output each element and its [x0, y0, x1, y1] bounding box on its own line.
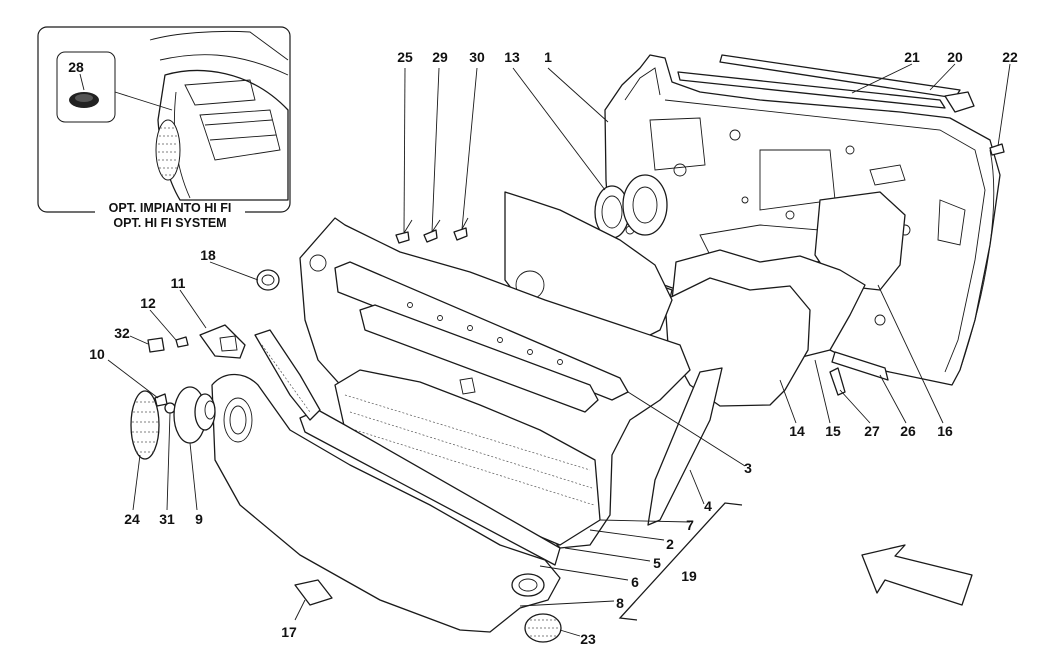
small-parts: [130, 217, 562, 643]
callout-20: 20: [947, 49, 963, 65]
door-frame: [594, 54, 1005, 396]
callout-14: 14: [789, 423, 805, 439]
callout-27: 27: [864, 423, 880, 439]
callout-30: 30: [469, 49, 485, 65]
callout-22: 22: [1002, 49, 1018, 65]
callout-11: 11: [171, 275, 186, 291]
callout-labels: 1 2 3 4 5 6 7 8 9 10 11 12 13 14 15 16 1…: [89, 49, 1018, 647]
callout-32: 32: [114, 325, 130, 341]
callout-21: 21: [904, 49, 920, 65]
callout-24: 24: [124, 511, 140, 527]
callout-7: 7: [686, 517, 694, 533]
callout-29: 29: [432, 49, 448, 65]
callout-18: 18: [200, 247, 216, 263]
leader-lines: [107, 63, 1011, 637]
callout-12: 12: [140, 295, 156, 311]
direction-arrow: [861, 544, 973, 606]
hifi-inset: 28 OPT. IMPIANTO HI FI OPT. HI FI SYSTEM: [37, 26, 291, 231]
inset-speaker-grille: [155, 119, 181, 181]
callout-16: 16: [937, 423, 953, 439]
lower-trim: [211, 329, 561, 633]
callout-9: 9: [195, 511, 203, 527]
callout-15: 15: [825, 423, 841, 439]
callout-8: 8: [616, 595, 624, 611]
inset-title-en: OPT. HI FI SYSTEM: [113, 216, 226, 230]
door-panel: [299, 217, 723, 549]
callout-1: 1: [544, 49, 552, 65]
callout-25: 25: [397, 49, 413, 65]
inset-part-box: [56, 51, 116, 123]
callout-17: 17: [281, 624, 297, 640]
callout-5: 5: [653, 555, 661, 571]
callout-10: 10: [89, 346, 105, 362]
callout-31: 31: [159, 511, 175, 527]
callout-26: 26: [900, 423, 916, 439]
callout-19: 19: [681, 568, 697, 584]
callout-3: 3: [744, 460, 752, 476]
inset-title-it: OPT. IMPIANTO HI FI: [109, 201, 232, 215]
callout-2: 2: [666, 536, 674, 552]
callout-4: 4: [704, 498, 712, 514]
group-bracket-19: [618, 502, 743, 621]
callout-28: 28: [68, 59, 84, 75]
callout-23: 23: [580, 631, 596, 647]
callout-13: 13: [504, 49, 520, 65]
callout-6: 6: [631, 574, 639, 590]
